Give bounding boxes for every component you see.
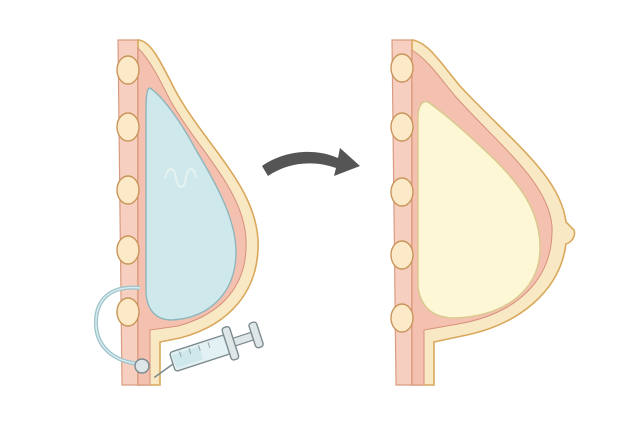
chest-wall-left <box>117 39 141 386</box>
syringe-icon <box>153 321 264 379</box>
rib <box>390 53 414 83</box>
syringe-needle <box>153 363 174 379</box>
fill-tube-highlight <box>95 286 141 365</box>
rib <box>390 303 414 333</box>
rib <box>116 297 140 327</box>
chest-wall-right <box>391 39 415 386</box>
ribs-right <box>390 53 414 333</box>
rib <box>116 175 140 205</box>
expander-fill-symbol <box>164 168 197 188</box>
rib <box>116 112 140 142</box>
curved-arrow-icon <box>262 148 360 176</box>
permanent-implant <box>417 100 541 319</box>
tissue-expander-implant <box>145 87 237 321</box>
rib <box>390 177 414 207</box>
rib <box>116 55 140 85</box>
transition-arrow <box>262 148 360 176</box>
rib <box>116 235 140 265</box>
before-panel <box>93 39 264 386</box>
rib <box>390 112 414 142</box>
injection-port <box>134 358 150 374</box>
rib <box>390 240 414 270</box>
after-panel <box>390 39 576 386</box>
ribs-left <box>116 55 140 327</box>
syringe-plunger-cap <box>248 321 264 349</box>
syringe-liquid <box>172 346 204 369</box>
